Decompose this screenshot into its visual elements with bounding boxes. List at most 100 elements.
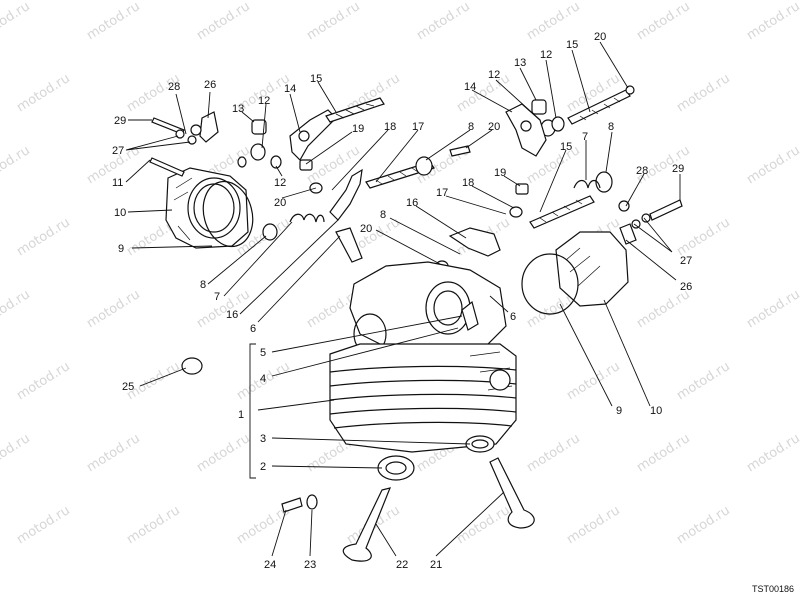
watermark-text: motod.ru [414, 0, 473, 43]
left-tappet-6 [335, 227, 363, 263]
callout-28-left: 28 [168, 81, 180, 93]
watermark-text: motod.ru [674, 503, 733, 547]
watermark-text: motod.ru [674, 215, 733, 259]
callout-11: 11 [112, 177, 123, 189]
callout-6-right: 6 [510, 311, 516, 323]
right-rocker-cover [555, 231, 629, 307]
watermark-text: motod.ru [454, 71, 513, 115]
drawing-code: TST00186 [751, 584, 794, 594]
plug-25 [181, 357, 203, 375]
valve-seat-3 [465, 435, 495, 453]
watermark-text: motod.ru [304, 0, 363, 43]
callout-14-right: 14 [464, 81, 476, 93]
left-bush-13 [251, 119, 267, 135]
left-washer-8 [262, 223, 278, 241]
callout-13-right: 13 [514, 57, 526, 69]
left-bolt-11 [149, 157, 185, 177]
callout-20-right-lower: 20 [360, 223, 372, 235]
left-rocker-arm-14 [289, 109, 337, 161]
watermark-text: motod.ru [14, 359, 73, 403]
callout-8-right-lower: 8 [380, 209, 386, 221]
callout-28-right: 28 [636, 165, 648, 177]
valve-seat-2 [377, 455, 415, 481]
callout-8-left: 8 [200, 279, 206, 291]
callout-2: 2 [260, 461, 266, 473]
watermark-text: motod.ru [84, 0, 143, 43]
callout-5: 5 [260, 347, 266, 359]
callout-7-right: 7 [582, 131, 588, 143]
callout-23: 23 [304, 559, 316, 571]
left-washer-27b [187, 135, 197, 145]
left-cover-shading [173, 177, 193, 241]
right-washer-27b [631, 219, 641, 229]
left-washer-8b [415, 156, 433, 176]
callout-7-left: 7 [214, 291, 220, 303]
callout-29-right: 29 [672, 163, 684, 175]
callout-21: 21 [430, 559, 442, 571]
callout-16-right: 16 [406, 197, 418, 209]
right-o-ring [521, 253, 579, 315]
callout-16-left: 16 [226, 309, 238, 321]
leader-lines [125, 41, 681, 557]
callout-26-left: 26 [204, 79, 216, 91]
right-washer-12b [551, 116, 565, 132]
watermark-text: motod.ru [674, 71, 733, 115]
callout-1: 1 [238, 409, 244, 421]
watermark-text: motod.ru [564, 503, 623, 547]
callout-labels: 29 28 26 27 11 10 9 8 7 16 6 13 12 14 15… [112, 31, 692, 571]
watermark-text: motod.ru [744, 431, 800, 475]
watermark-text: motod.ru [194, 0, 253, 43]
callout-29-left: 29 [114, 115, 126, 127]
head-body [329, 343, 517, 453]
callout-22: 22 [396, 559, 408, 571]
right-shaft-15-lower [529, 195, 595, 229]
head-fin [329, 393, 517, 401]
left-rocker-cover [165, 167, 249, 249]
watermark-text: motod.ru [0, 0, 33, 43]
watermark-text: motod.ru [634, 431, 693, 475]
watermark-text: motod.ru [634, 0, 693, 43]
watermark-text: motod.ru [744, 0, 800, 43]
left-pin-20 [449, 145, 471, 157]
right-pad-19 [515, 183, 529, 195]
left-spacer-28 [190, 124, 202, 136]
watermark-text: motod.ru [14, 215, 73, 259]
callout-18-right: 18 [462, 177, 474, 189]
left-rocker-group [237, 97, 471, 263]
cylinder-head [329, 261, 517, 453]
right-spacer-28 [618, 200, 630, 212]
right-bush-13 [531, 99, 547, 115]
valve-21 [489, 457, 535, 529]
callout-19-left: 19 [352, 123, 364, 135]
callout-9-left: 9 [118, 243, 124, 255]
callout-15-right-mid: 15 [560, 141, 572, 153]
watermark-text: motod.ru [84, 287, 143, 331]
callout-13-left: 13 [232, 103, 244, 115]
watermark-text: motod.ru [524, 0, 583, 43]
left-washer-12b [270, 155, 282, 169]
callout-25: 25 [122, 381, 134, 393]
head-spark-boss [489, 369, 511, 391]
watermark-text: motod.ru [744, 143, 800, 187]
watermark-text: motod.ru [0, 287, 33, 331]
valves-group [181, 357, 535, 562]
callout-17-right: 17 [436, 187, 448, 199]
watermark-text: motod.ru [744, 287, 800, 331]
right-bolt-29 [649, 199, 683, 221]
left-ring-small [237, 156, 247, 168]
callout-24: 24 [264, 559, 276, 571]
callout-27-right: 27 [680, 255, 692, 267]
callout-26-right: 26 [680, 281, 692, 293]
watermark-text: motod.ru [454, 503, 513, 547]
callout-8-center: 8 [468, 121, 474, 133]
right-clip-26 [619, 223, 637, 245]
callout-12-left-lower: 12 [274, 177, 286, 189]
callout-20-right-top: 20 [594, 31, 606, 43]
left-spring-7 [289, 213, 325, 223]
right-cover-shading [565, 247, 601, 287]
callout-19-right: 19 [494, 167, 506, 179]
watermark-text: motod.ru [194, 431, 253, 475]
callout-15-left: 15 [310, 73, 322, 85]
callout-8-right: 8 [608, 121, 614, 133]
watermark-text: motod.ru [194, 287, 253, 331]
